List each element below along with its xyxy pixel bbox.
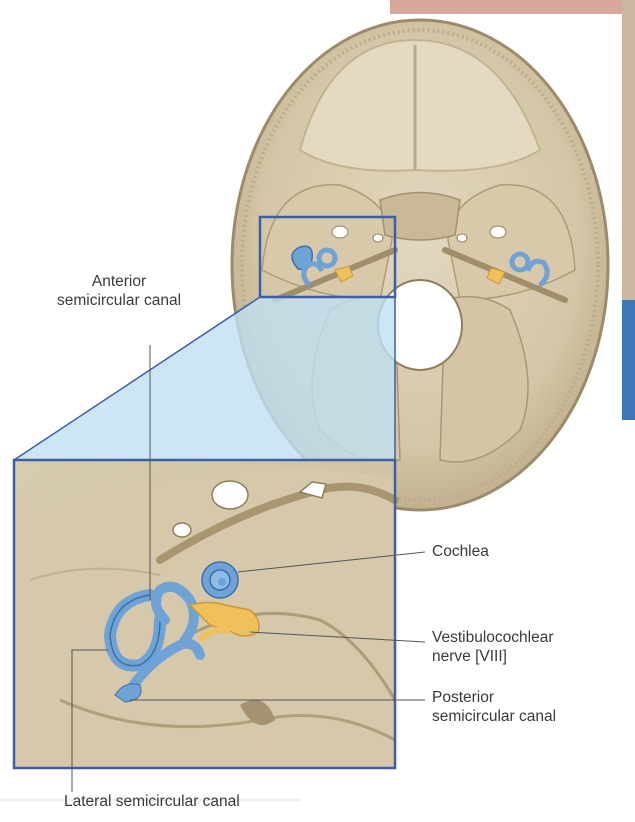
label-posterior-line1: Posterior bbox=[432, 688, 556, 707]
label-posterior-semicircular-canal: Posterior semicircular canal bbox=[432, 688, 556, 726]
label-vestibulocochlear-line1: Vestibulocochlear bbox=[432, 628, 554, 647]
label-lateral-text: Lateral semicircular canal bbox=[64, 792, 240, 811]
label-vestibulocochlear-line2: nerve [VIII] bbox=[432, 647, 554, 666]
enlarged-inset bbox=[14, 460, 395, 768]
label-cochlea-text: Cochlea bbox=[432, 542, 489, 561]
label-anterior-semicircular-canal: Anterior semicircular canal bbox=[20, 272, 218, 310]
label-posterior-line2: semicircular canal bbox=[432, 707, 556, 726]
zoom-projection bbox=[14, 297, 395, 460]
label-anterior-line2: semicircular canal bbox=[20, 291, 218, 310]
label-cochlea: Cochlea bbox=[432, 542, 489, 561]
label-lateral-semicircular-canal: Lateral semicircular canal bbox=[64, 792, 240, 811]
label-vestibulocochlear-nerve: Vestibulocochlear nerve [VIII] bbox=[432, 628, 554, 666]
label-anterior-line1: Anterior bbox=[20, 272, 218, 291]
